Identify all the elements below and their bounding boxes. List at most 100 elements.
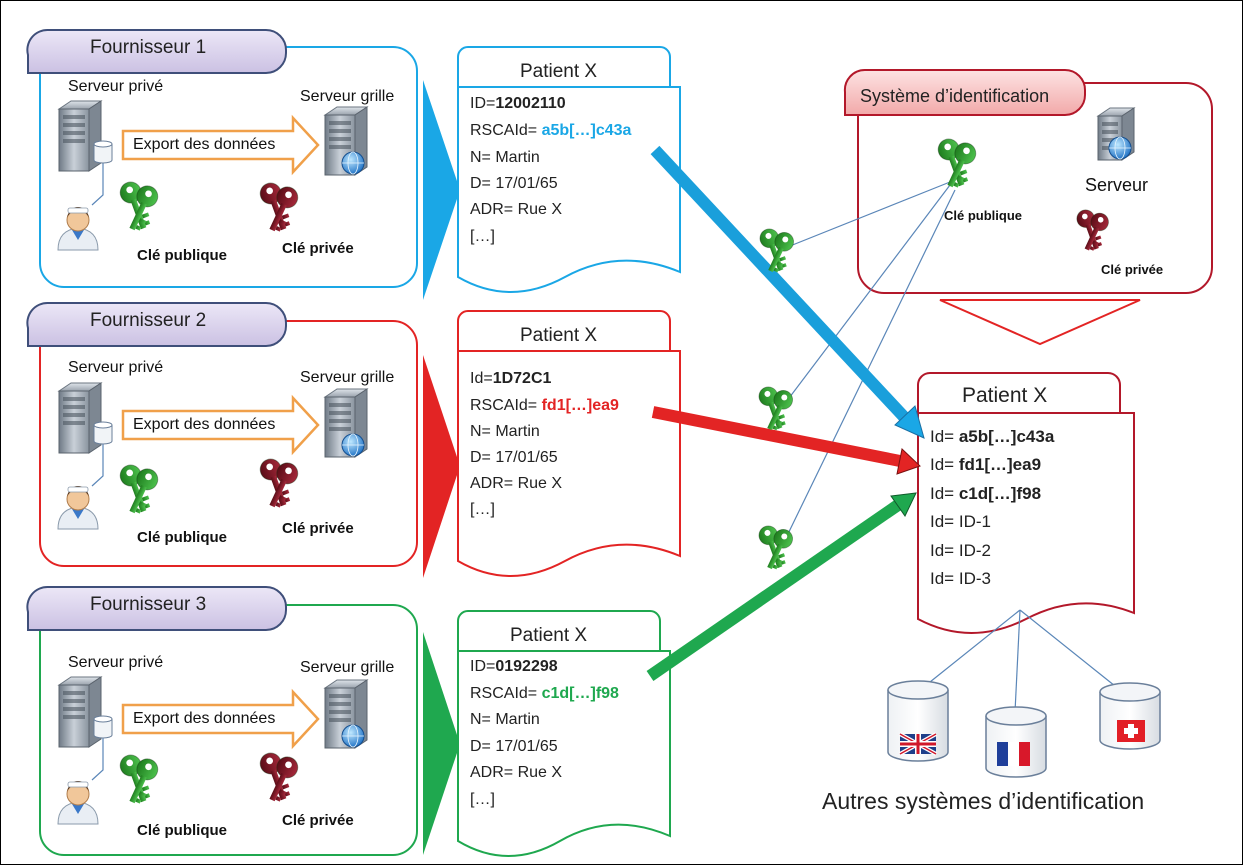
provider-3-grid-server-label: Serveur grille xyxy=(300,659,395,676)
provider-1-export-label: Export des données xyxy=(133,136,276,153)
provider-3-private-server-label: Serveur privé xyxy=(68,654,164,671)
doc-2-address-line: ADR= Rue X xyxy=(470,475,563,492)
france-database-icon xyxy=(985,706,1047,778)
export-arrow-3 xyxy=(121,688,320,750)
provider-3-private-key-icon xyxy=(259,752,299,802)
doc-2-rsca-line: RSCAId= fd1[…]ea9 xyxy=(470,397,619,414)
id-system-server-label: Serveur xyxy=(1085,175,1149,195)
patient-doc-1 xyxy=(457,46,681,293)
doc-3-id-line: ID=0192298 xyxy=(470,658,558,675)
result-doc-line: Id= ID-2 xyxy=(930,542,991,559)
doc-1-more-line: […] xyxy=(470,228,495,245)
distribution-key-2-icon xyxy=(758,386,793,431)
provider-1-private-key-label: Clé privée xyxy=(282,240,354,257)
doc-1-name-line: N= Martin xyxy=(470,149,540,166)
provider-2-private-key-label: Clé privée xyxy=(282,520,354,537)
provider-1-private-key-icon xyxy=(259,182,299,232)
result-doc-line: Id= ID-3 xyxy=(930,570,991,587)
doc-2-date-line: D= 17/01/65 xyxy=(470,449,558,466)
provider-2-public-key-label: Clé publique xyxy=(137,529,227,546)
provider-1-public-key-icon xyxy=(119,181,159,231)
result-doc-title: Patient X xyxy=(962,384,1048,407)
distribution-key-3-icon xyxy=(758,525,793,570)
doc-3-title: Patient X xyxy=(510,625,588,646)
provider-1-private-server-label: Serveur privé xyxy=(68,78,164,95)
provider-2-private-server-label: Serveur privé xyxy=(68,359,164,376)
arrow-green xyxy=(646,492,917,681)
patient-doc-2 xyxy=(457,310,681,577)
id-system-server-icon xyxy=(1096,107,1136,161)
doc-3-address-line: ADR= Rue X xyxy=(470,764,563,781)
provider-1-title: Fournisseur 1 xyxy=(90,37,207,58)
result-doc-line-prefix: Id= xyxy=(930,484,959,503)
id-system-private-key-icon xyxy=(1076,209,1109,251)
id-system-private-key-label: Clé privée xyxy=(1101,262,1164,277)
id-system-public-key-label: Clé publique xyxy=(944,208,1022,223)
arrow-blue xyxy=(650,145,925,439)
provider-1-grid-server-label: Serveur grille xyxy=(300,88,395,105)
provider-3-grid-server-icon xyxy=(323,679,369,749)
public-key-lines xyxy=(779,179,956,541)
provider-1-private-server-icon xyxy=(57,100,103,172)
provider-3-user-icon xyxy=(57,781,99,825)
provider-2-user-link xyxy=(91,443,104,487)
uk-database-icon xyxy=(887,680,949,762)
provider-3-title: Fournisseur 3 xyxy=(90,594,207,615)
doc-2-title: Patient X xyxy=(520,325,598,346)
provider-2-user-icon xyxy=(57,486,99,530)
provider-3-private-key-label: Clé privée xyxy=(282,812,354,829)
other-systems-label: Autres systèmes d’identification xyxy=(822,788,1145,814)
result-doc-line-prefix: Id= xyxy=(930,512,959,531)
doc-3-more-line: […] xyxy=(470,791,495,808)
result-doc-line-value: ID-2 xyxy=(958,541,991,560)
doc-3-name-line: N= Martin xyxy=(470,711,540,728)
provider-1-database-icon xyxy=(93,140,113,164)
result-doc-line: Id= c1d[…]f98 xyxy=(930,485,1041,502)
provider-1-user-icon xyxy=(57,207,99,251)
provider-3-user-link xyxy=(91,737,104,781)
switzerland-flag-icon xyxy=(1117,720,1145,742)
provider-1-public-key-label: Clé publique xyxy=(137,247,227,264)
doc-3-date-line: D= 17/01/65 xyxy=(470,738,558,755)
provider-2-grid-server-label: Serveur grille xyxy=(300,369,395,386)
result-doc-line-value: c1d[…]f98 xyxy=(958,484,1042,503)
provider-1-user-link xyxy=(91,162,104,206)
doc-1-id-line: ID=12002110 xyxy=(470,95,566,112)
doc-1-rsca-line: RSCAId= a5b[…]c43a xyxy=(470,122,632,139)
result-doc-line-value: fd1[…]ea9 xyxy=(958,455,1042,474)
provider-2-database-icon xyxy=(93,421,113,445)
id-system-public-key-icon xyxy=(937,138,977,188)
result-doc-line: Id= fd1[…]ea9 xyxy=(930,456,1041,473)
provider-2-public-key-icon xyxy=(119,464,159,514)
doc-3-rsca-line: RSCAId= c1d[…]f98 xyxy=(470,685,619,702)
provider-3-export-label: Export des données xyxy=(133,710,276,727)
doc-2-name-line: N= Martin xyxy=(470,423,540,440)
result-doc xyxy=(917,372,1135,634)
doc-1-date-line: D= 17/01/65 xyxy=(470,175,558,192)
france-flag-icon xyxy=(997,742,1030,766)
export-arrow-1 xyxy=(121,114,320,176)
doc-1-address-line: ADR= Rue X xyxy=(470,201,563,218)
result-doc-line-value: a5b[…]c43a xyxy=(958,427,1055,446)
arrow-red xyxy=(651,406,921,475)
result-doc-line-prefix: Id= xyxy=(930,427,959,446)
result-doc-line-value: ID-1 xyxy=(958,512,991,531)
uk-flag-icon xyxy=(899,732,937,756)
provider-2-private-key-icon xyxy=(259,458,299,508)
other-systems-connectors xyxy=(919,609,1121,713)
result-doc-line: Id= ID-1 xyxy=(930,513,991,530)
provider-3-database-icon xyxy=(93,715,113,739)
switzerland-database-icon xyxy=(1099,682,1161,750)
provider-1-grid-server-icon xyxy=(323,106,369,176)
id-system-title: Système d’identification xyxy=(860,86,1050,106)
result-doc-line-prefix: Id= xyxy=(930,569,959,588)
result-doc-line: Id= a5b[…]c43a xyxy=(930,428,1054,445)
provider-2-grid-server-icon xyxy=(323,388,369,458)
provider-3-public-key-icon xyxy=(119,754,159,804)
doc-1-title: Patient X xyxy=(520,61,598,82)
provider-3-public-key-label: Clé publique xyxy=(137,822,227,839)
result-doc-line-value: ID-3 xyxy=(958,569,991,588)
